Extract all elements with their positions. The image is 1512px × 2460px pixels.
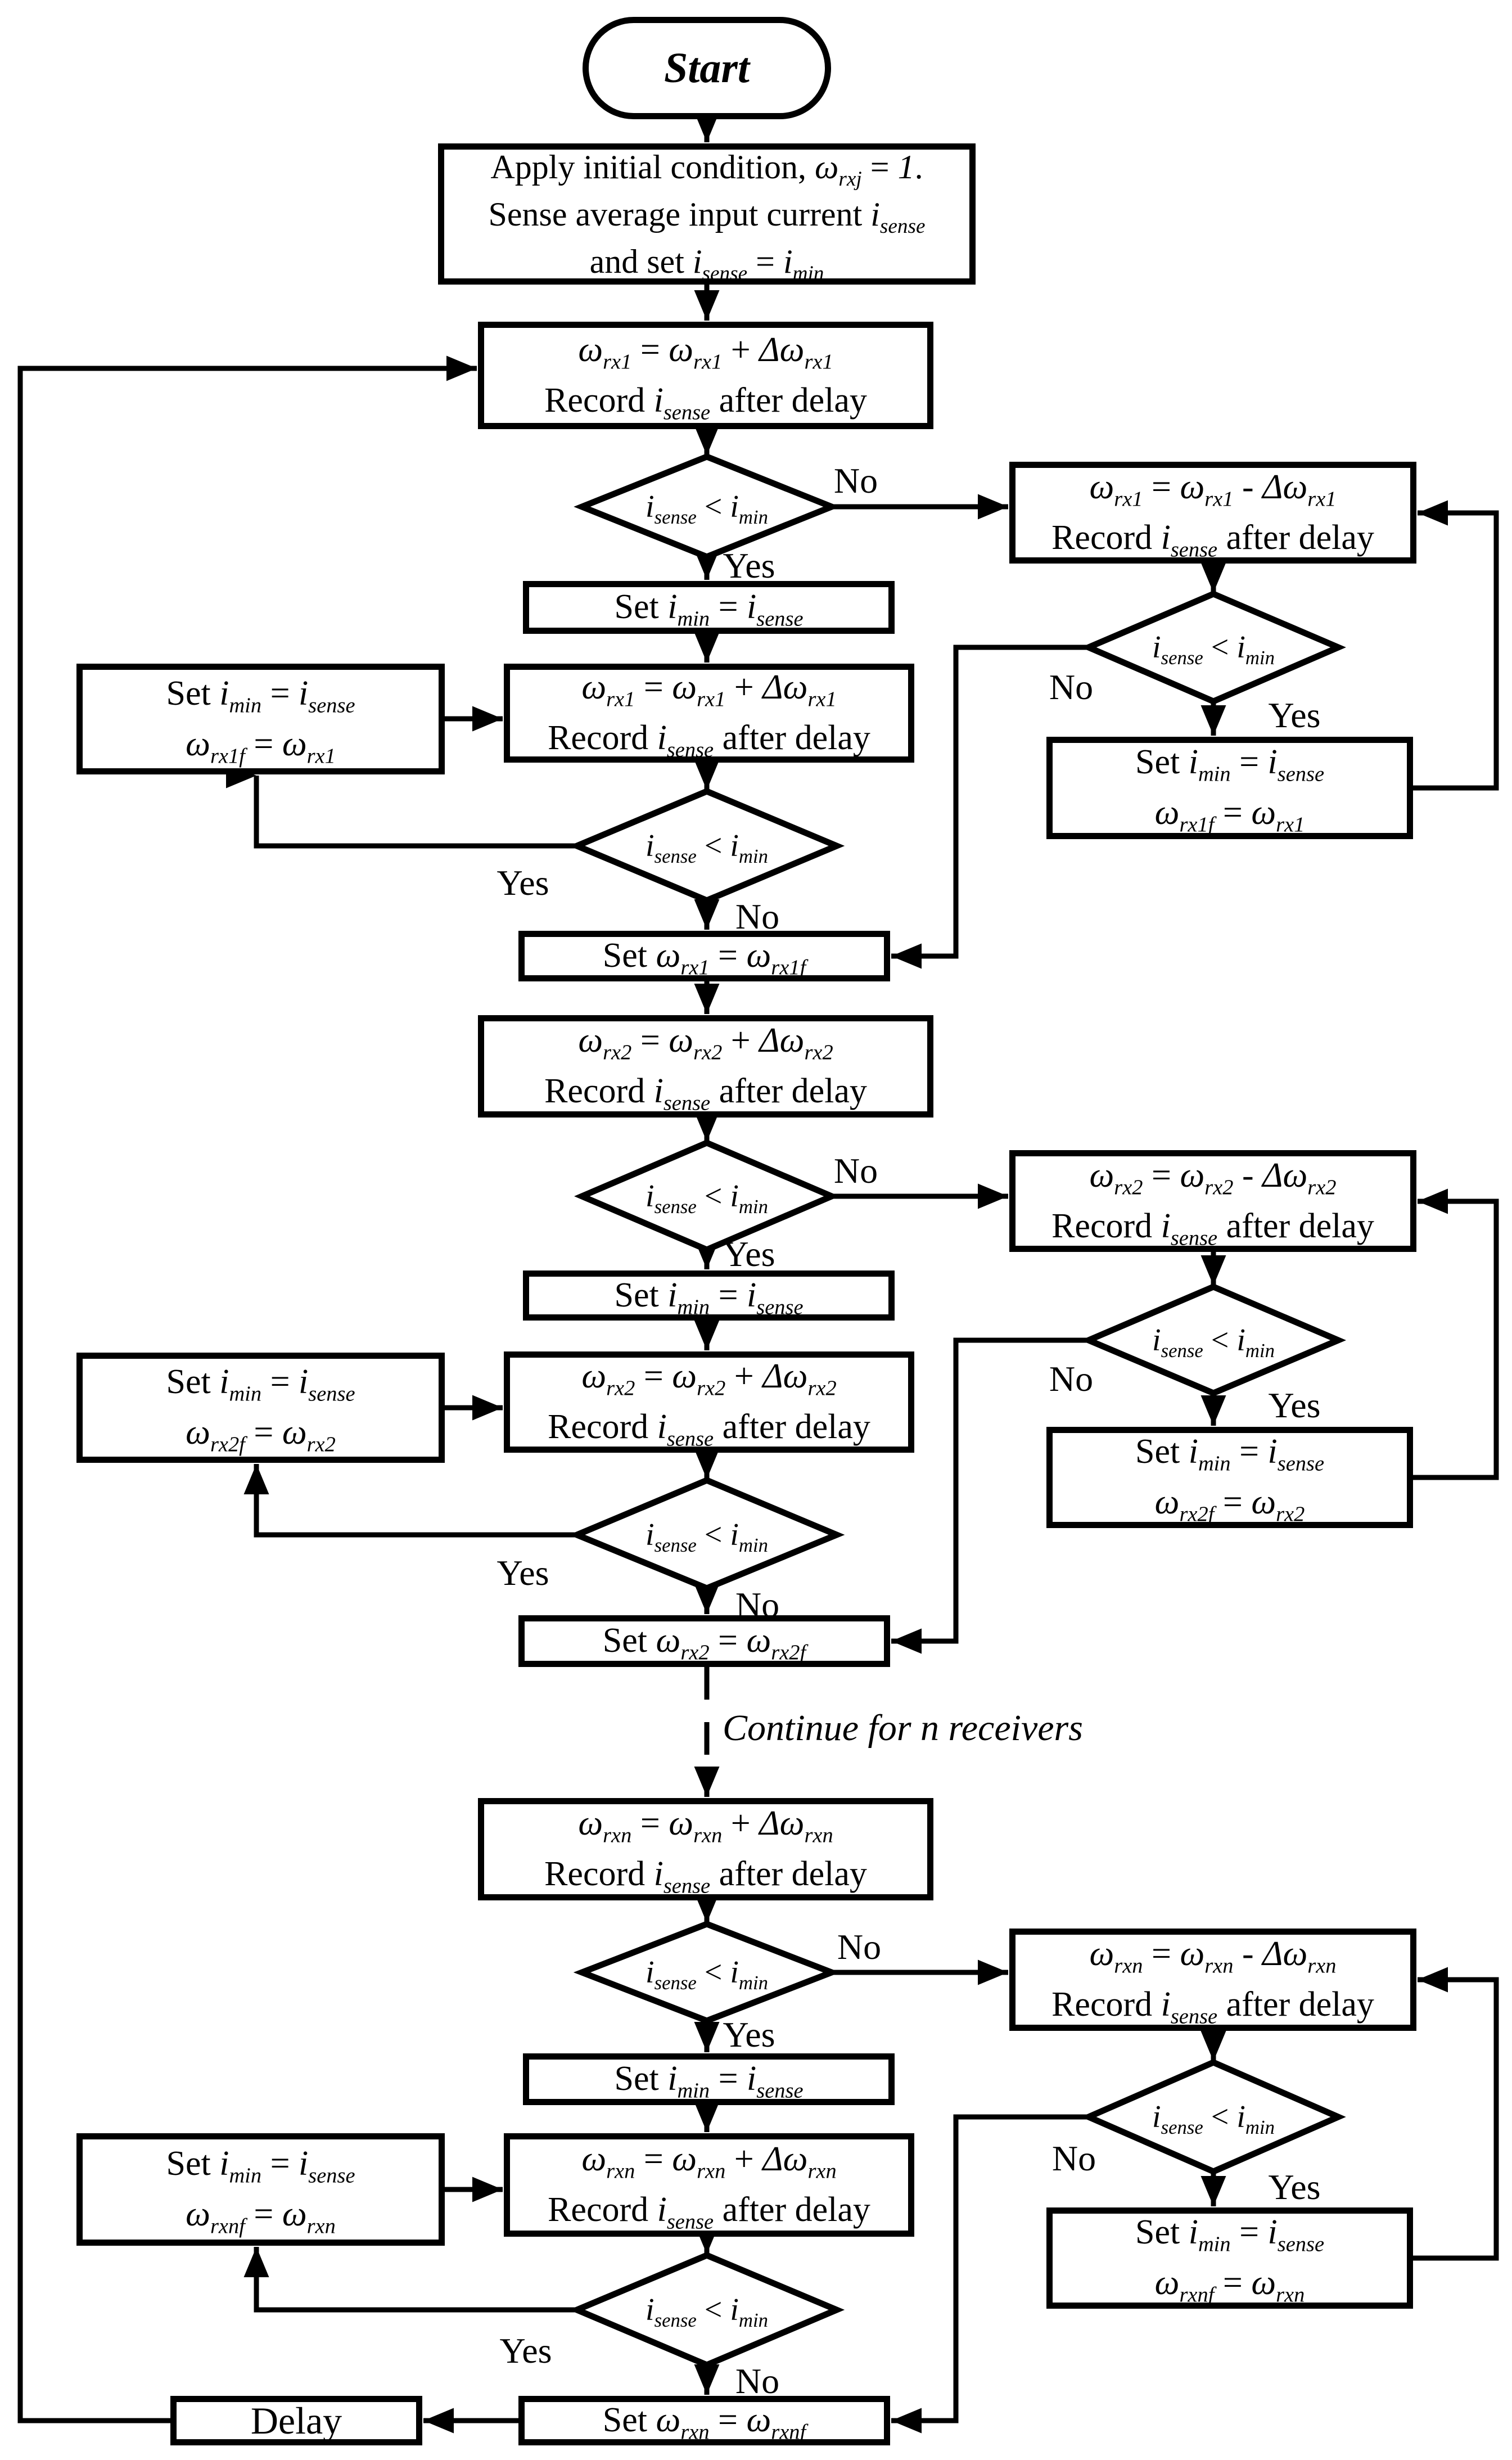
process-set-imin-rx2: Set imin = isense [523, 1270, 895, 1321]
line-rxn-rdec-no [891, 2114, 1089, 2434]
start-label: Start [664, 44, 750, 92]
label-yes-rxn-upper: Yes [723, 2015, 775, 2054]
label-yes-rx1-right: Yes [1268, 695, 1321, 735]
label-yes-rxn-lower: Yes [499, 2331, 552, 2371]
decision-shape-rx1-right [1081, 591, 1346, 705]
decision-label-rx1-upper: isense < imin [646, 489, 768, 529]
loop-rx1-rsave-to-decbox [1413, 500, 1499, 791]
process-set-imin-rx1: Set imin = isense [523, 581, 895, 634]
decision-shape-rxn-upper [573, 1921, 841, 2024]
loop-rxn-dec2-yes [243, 2247, 577, 2313]
label-yes-rxn-right: Yes [1268, 2167, 1321, 2207]
label-no-rxn-right: No [1051, 2138, 1096, 2178]
decision-shape-rxn-right [1081, 2058, 1346, 2175]
decision-label-rxn-upper: isense < imin [646, 1955, 768, 1994]
label-yes-rx1-lower: Yes [497, 863, 549, 903]
decision-label-rxn-lower: isense < imin [646, 2292, 768, 2332]
loop-rx2-dec2-yes [243, 1464, 577, 1538]
terminator-start: Start [583, 17, 831, 119]
decision-label-rx2-upper: isense < imin [646, 1179, 768, 1218]
label-no-rxn-lower: No [735, 2361, 780, 2401]
process-restore-rx1: Set ωrx1 = ωrx1f [518, 931, 890, 981]
label-yes-rx2-upper: Yes [723, 1234, 775, 1274]
label-no-rx2-upper: No [833, 1151, 878, 1191]
decision-label-rx1-right: isense < imin [1152, 630, 1275, 669]
process-delay: Delay [170, 2396, 422, 2445]
label-no-rxn-upper: No [837, 1927, 882, 1967]
decision-shape-rx1-lower [568, 788, 845, 904]
process-restore-rx2: Set ωrx2 = ωrx2f [518, 1615, 890, 1667]
decision-shape-rx2-right [1080, 1283, 1347, 1396]
label-yes-rx2-lower: Yes [497, 1553, 549, 1593]
label-no-rx1-right: No [1049, 667, 1094, 707]
process-init: Apply initial condition, ωrxj = 1.Sense … [438, 143, 976, 285]
line-rx2-rdec-no [891, 1337, 1089, 1654]
decision-shape-rx2-upper [574, 1139, 840, 1253]
label-yes-rx2-right: Yes [1268, 1385, 1321, 1425]
loop-rxn-rsave-to-decbox [1413, 1967, 1499, 2261]
label-no-rx2-right: No [1049, 1359, 1094, 1399]
label-no-rx1-upper: No [833, 461, 878, 501]
process-restore-rxn: Set ωrxn = ωrxnf [518, 2396, 890, 2445]
loop-delay-to-rx1 [17, 355, 477, 2423]
loop-rx2-rsave-to-decbox [1413, 1188, 1499, 1480]
decision-shape-rx1-upper [574, 453, 840, 560]
label-yes-rx1-upper: Yes [723, 546, 775, 585]
decision-label-rx1-lower: isense < imin [646, 828, 768, 868]
label-no-rx2-lower: No [735, 1585, 780, 1625]
loop-rx1-dec2-yes [243, 776, 577, 849]
decision-shape-rx2-lower [568, 1477, 845, 1592]
process-set-imin-rxn: Set imin = isense [523, 2053, 895, 2105]
decision-label-rx2-lower: isense < imin [646, 1517, 768, 1557]
line-rx1-rdec-no [891, 645, 1089, 969]
note-continue: Continue for n receivers [723, 1707, 1083, 1749]
label-no-rx1-lower: No [735, 896, 780, 936]
decision-shape-rxn-lower [568, 2252, 845, 2368]
decision-label-rxn-right: isense < imin [1152, 2099, 1275, 2139]
decision-label-rx2-right: isense < imin [1152, 1323, 1275, 1362]
